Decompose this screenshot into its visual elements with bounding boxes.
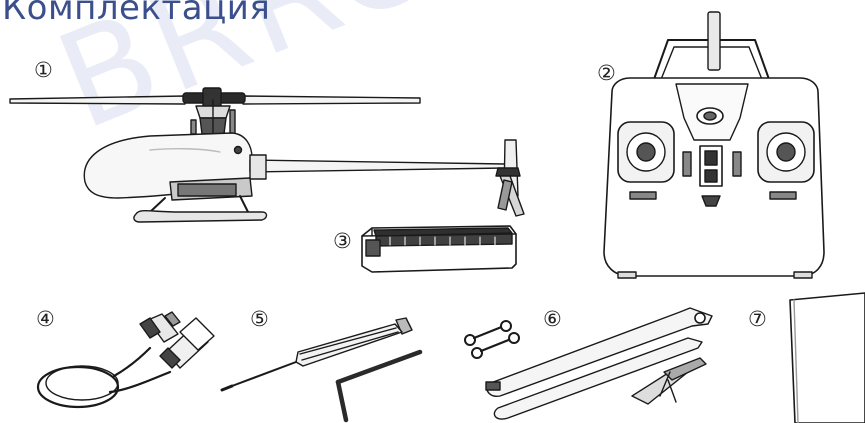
item-number-3: ③ — [333, 229, 352, 253]
spare-blades-and-links-icon — [464, 307, 713, 420]
manual-icon — [789, 292, 865, 423]
item-number-6: ⑥ — [543, 307, 562, 331]
helicopter-icon — [9, 87, 525, 223]
screwdriver-and-hex-key-icon — [220, 317, 423, 423]
usb-cable-icon — [36, 311, 215, 409]
item-number-4: ④ — [36, 307, 55, 331]
item-number-5: ⑤ — [250, 307, 269, 331]
page-title: Комплектация — [2, 0, 271, 28]
item-number-1: ① — [34, 58, 53, 82]
battery-icon — [361, 225, 517, 273]
item-number-2: ② — [597, 61, 616, 85]
item-number-7: ⑦ — [748, 307, 767, 331]
remote-controller-icon — [603, 11, 825, 279]
